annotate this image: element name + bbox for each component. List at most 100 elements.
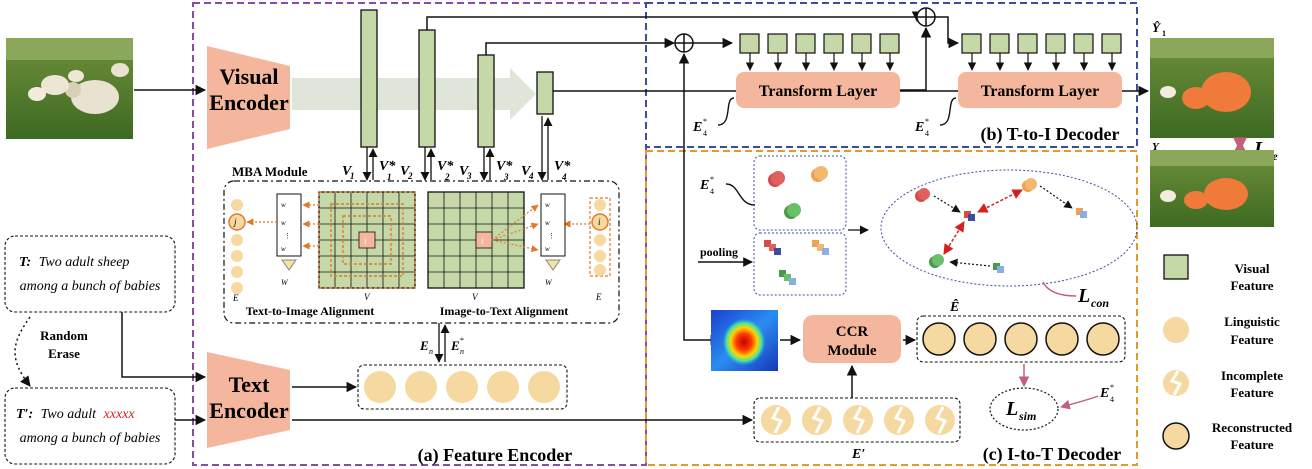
svg-text:*: * bbox=[710, 175, 714, 184]
svg-text:T′: Two adult xxxxx: T′: Two adult xxxxx bbox=[16, 407, 135, 422]
image-grid-t2i bbox=[318, 191, 416, 289]
svg-text:4: 4 bbox=[703, 129, 707, 138]
mba-module bbox=[223, 180, 620, 324]
svg-text:3: 3 bbox=[466, 171, 472, 181]
l-sim-label: L bbox=[1005, 398, 1018, 420]
svg-text:⋮: ⋮ bbox=[284, 232, 291, 240]
v3-star-label: V* bbox=[496, 159, 513, 174]
t-to-i-decoder-panel bbox=[645, 2, 1138, 148]
svg-text:*: * bbox=[460, 336, 464, 345]
svg-text:j: j bbox=[233, 217, 237, 227]
svg-text:4: 4 bbox=[528, 171, 534, 181]
v2-star-label: V* bbox=[437, 159, 454, 174]
svg-text:i: i bbox=[481, 236, 484, 246]
object-embedding-box bbox=[753, 155, 847, 231]
feature-encoder-title: (a) Feature Encoder bbox=[418, 445, 573, 466]
mba-module-title: MBA Module bbox=[232, 164, 308, 179]
e4-star-l-sim: E bbox=[1099, 386, 1109, 401]
visual-feature-v4 bbox=[536, 71, 554, 115]
y-gt-label: Y bbox=[1152, 141, 1160, 153]
svg-text:⋮: ⋮ bbox=[548, 232, 555, 240]
v4-label: V bbox=[521, 164, 532, 179]
legend-incomplete-1: Incomplete bbox=[1221, 368, 1283, 383]
t2i-alignment-label: Text-to-Image Alignment bbox=[246, 304, 375, 318]
e-hat-label: Ê bbox=[949, 298, 959, 315]
t-to-i-title: (b) T-to-I Decoder bbox=[981, 124, 1120, 145]
legend-incomplete-icon bbox=[1163, 370, 1189, 396]
y-hat-label: Ŷ bbox=[1152, 20, 1161, 35]
v4-star-label: V* bbox=[554, 159, 571, 174]
legend-linguistic-icon bbox=[1163, 317, 1189, 343]
e4-star-input-2: E bbox=[914, 120, 924, 135]
pooling-label: pooling bbox=[700, 245, 738, 259]
svg-text:i: i bbox=[598, 217, 601, 227]
svg-text:w: w bbox=[281, 219, 286, 227]
text-encoder-label-2: Encoder bbox=[209, 398, 289, 423]
e4-star-input-i2t: E bbox=[699, 178, 709, 193]
svg-text:w: w bbox=[281, 201, 286, 209]
svg-text:n: n bbox=[429, 347, 433, 356]
t-prime-label: T′: bbox=[16, 407, 33, 422]
visual-encoder-block bbox=[207, 46, 290, 149]
text-embedding-column-right bbox=[591, 199, 609, 276]
t-text-1: Two adult sheep bbox=[39, 255, 130, 270]
contrastive-space bbox=[880, 169, 1138, 287]
l-con-label: L bbox=[1077, 285, 1090, 307]
v1-star-label: V* bbox=[379, 159, 396, 174]
svg-text:*: * bbox=[1110, 383, 1114, 392]
visual-feature-v3 bbox=[477, 54, 495, 148]
tokens-1 bbox=[739, 33, 900, 54]
svg-text:sim: sim bbox=[1018, 409, 1036, 423]
t-text-2: among a bunch of babies bbox=[20, 279, 161, 294]
mba-v-label-right: V bbox=[472, 292, 479, 302]
visual-feature-v1 bbox=[360, 9, 378, 148]
reconstructed-feature-row bbox=[916, 315, 1126, 363]
svg-text:4: 4 bbox=[561, 172, 567, 182]
svg-text:E: E bbox=[419, 338, 429, 353]
feature-encoder-panel bbox=[192, 2, 647, 466]
e4-star-input-1: E bbox=[692, 120, 702, 135]
svg-text:n: n bbox=[460, 347, 464, 356]
legend-reconstructed-2: Feature bbox=[1230, 437, 1273, 452]
linguistic-feature-row bbox=[357, 364, 568, 410]
svg-text:W: W bbox=[281, 278, 289, 287]
transform-layer-2-label: Transform Layer bbox=[981, 83, 1099, 100]
object-embeddings bbox=[768, 166, 828, 219]
e-prime-label: E′ bbox=[851, 447, 865, 462]
t-prime-text-2: among a bunch of babies bbox=[20, 431, 161, 446]
legend-incomplete-2: Feature bbox=[1230, 385, 1273, 400]
l-sim-node bbox=[989, 387, 1059, 431]
contrastive-points bbox=[915, 178, 1087, 273]
t-label: T: bbox=[19, 255, 31, 270]
image-grid-i2t bbox=[427, 191, 525, 289]
svg-text:1: 1 bbox=[387, 172, 392, 182]
text-prompt-t bbox=[4, 235, 176, 313]
svg-text:1: 1 bbox=[1162, 29, 1166, 38]
incomplete-feature-row bbox=[753, 397, 961, 443]
legend-linguistic-2: Feature bbox=[1230, 332, 1273, 347]
transform-layer-1-label: Transform Layer bbox=[759, 83, 877, 100]
v3-label: V bbox=[459, 164, 470, 179]
ccr-module bbox=[803, 315, 901, 363]
random-erase-label-2: Erase bbox=[48, 346, 80, 361]
text-encoder-label-1: Text bbox=[229, 372, 270, 397]
legend-visual-2: Feature bbox=[1230, 278, 1273, 293]
mba-v-label-left: V bbox=[364, 292, 371, 302]
svg-text:i: i bbox=[364, 236, 367, 246]
text-embedding-column-left bbox=[228, 199, 246, 294]
transform-layer-2 bbox=[958, 72, 1122, 108]
svg-text:E: E bbox=[450, 338, 460, 353]
svg-text:3: 3 bbox=[503, 172, 509, 182]
i2t-alignment-label: Image-to-Text Alignment bbox=[440, 304, 569, 318]
input-image bbox=[6, 38, 133, 139]
svg-text:1: 1 bbox=[350, 171, 355, 181]
svg-text:w: w bbox=[545, 201, 550, 209]
visual-encoder-label-2: Encoder bbox=[209, 90, 289, 115]
transform-layer-1 bbox=[736, 72, 900, 108]
visual-encoder-label-1: Visual bbox=[219, 64, 278, 89]
attention-heatmap bbox=[711, 310, 778, 371]
prediction-image bbox=[1150, 38, 1274, 138]
v2-label: V bbox=[400, 164, 411, 179]
ccr-label-1: CCR bbox=[836, 324, 869, 340]
